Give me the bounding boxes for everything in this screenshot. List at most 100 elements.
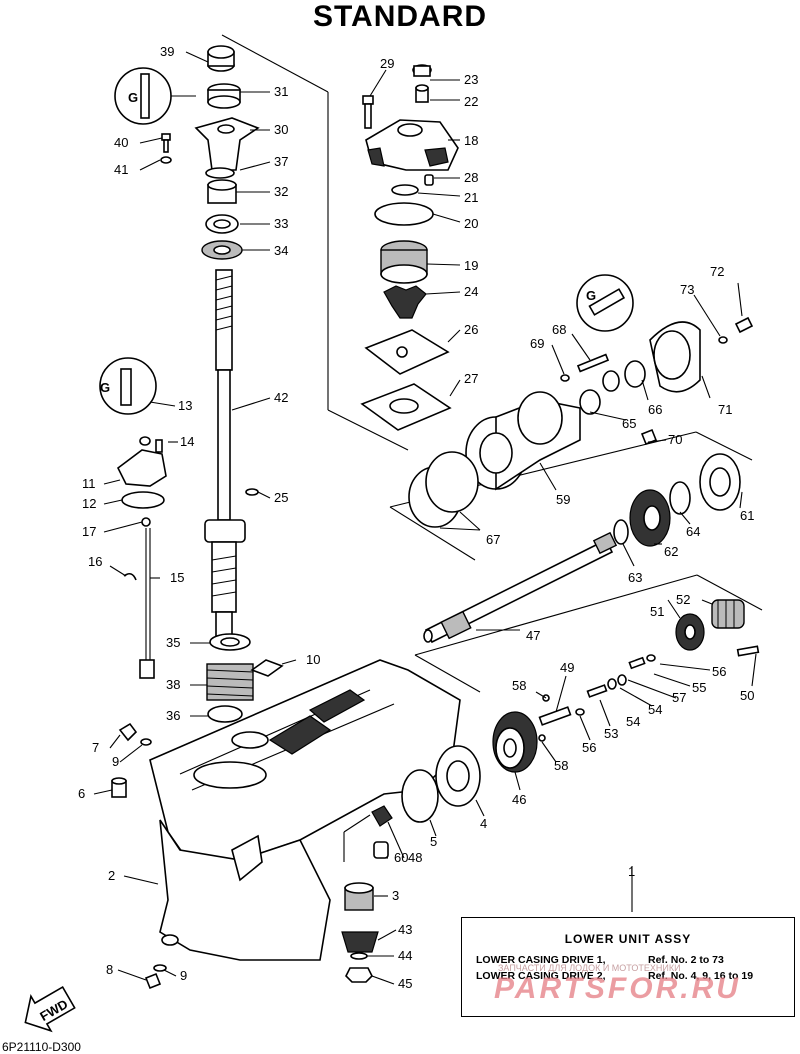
callout-36: 36	[166, 708, 180, 723]
callout-58b: 58	[554, 758, 568, 773]
pinion-group	[341, 805, 393, 983]
callout-27: 27	[464, 371, 478, 386]
shift-plunger-group	[538, 674, 627, 742]
grease-inset-upper: G	[114, 67, 196, 125]
callout-20: 20	[464, 216, 478, 231]
callout-22: 22	[464, 94, 478, 109]
callout-35: 35	[166, 635, 180, 650]
callout-63: 63	[628, 570, 642, 585]
callout-60: 60	[394, 850, 408, 865]
callout-59: 59	[556, 492, 570, 507]
callout-7: 7	[92, 740, 99, 755]
callout-16: 16	[88, 554, 102, 569]
callout-64: 64	[686, 524, 700, 539]
callout-11: 11	[82, 476, 96, 491]
svg-text:G: G	[128, 90, 138, 105]
callout-62: 62	[664, 544, 678, 559]
callout-54a: 54	[648, 702, 662, 717]
watermark-subtext: ЗАПЧАСТИ ДЛЯ ЛОДОК И МОТОТЕХНИКИ	[498, 963, 681, 973]
lower-unit-assy-box: LOWER UNIT ASSY LOWER CASING DRIVE 1, Re…	[461, 917, 795, 1017]
drive-shaft	[204, 269, 246, 638]
forward-gear-group	[613, 453, 741, 547]
callout-56a: 56	[712, 664, 726, 679]
callout-30: 30	[274, 122, 288, 137]
assy-row-1-label: LOWER CASING DRIVE 1,	[476, 954, 606, 966]
callout-52: 52	[676, 592, 690, 607]
callout-9a: 9	[112, 754, 119, 769]
callout-13: 13	[178, 398, 192, 413]
svg-text:G: G	[100, 380, 110, 395]
bolt-washer-40-41	[160, 133, 172, 164]
callout-19: 19	[464, 258, 478, 273]
callout-17: 17	[82, 524, 96, 539]
callout-40: 40	[114, 135, 128, 150]
callout-44: 44	[398, 948, 412, 963]
propeller-shaft	[423, 531, 618, 644]
callout-32: 32	[274, 184, 288, 199]
upper-seal-stack	[194, 45, 260, 260]
callout-69: 69	[530, 336, 544, 351]
diagram-code: 6P21110-D300	[2, 1040, 81, 1054]
callout-46: 46	[512, 792, 526, 807]
assy-title: LOWER UNIT ASSY	[564, 932, 692, 946]
callout-9b: 9	[180, 968, 187, 983]
callout-4: 4	[480, 816, 487, 831]
callout-71: 71	[718, 402, 732, 417]
callout-47: 47	[526, 628, 540, 643]
callout-1: 1	[628, 864, 635, 879]
callout-31: 31	[274, 84, 288, 99]
callout-3: 3	[392, 888, 399, 903]
assy-row-1-ref: Ref. No. 2 to 73	[648, 954, 724, 966]
callout-33: 33	[274, 216, 288, 231]
callout-43: 43	[398, 922, 412, 937]
assy-row-2-label: LOWER CASING DRIVE 2,	[476, 970, 606, 982]
callout-14: 14	[180, 434, 194, 449]
callout-numbers: 39 31 30 40 37 41 32 33 34 42 25 29 23 2…	[78, 44, 754, 991]
callout-61: 61	[740, 508, 754, 523]
callout-55: 55	[692, 680, 706, 695]
fwd-arrow-icon: FWD	[24, 986, 76, 1033]
callout-23: 23	[464, 72, 478, 87]
callout-8: 8	[106, 962, 113, 977]
callout-72: 72	[710, 264, 724, 279]
callout-70: 70	[668, 432, 682, 447]
callout-48: 48	[408, 850, 422, 865]
assy-row-2: LOWER CASING DRIVE 2, Ref. No. 4, 9, 16 …	[476, 970, 753, 982]
callout-12: 12	[82, 496, 96, 511]
callout-26: 26	[464, 322, 478, 337]
callout-65: 65	[622, 416, 636, 431]
callout-54b: 54	[626, 714, 640, 729]
assy-row-2-ref: Ref. No. 4, 9, 16 to 19	[648, 970, 754, 982]
watermark: PARTSFOR.RU	[494, 972, 741, 1005]
callout-45: 45	[398, 976, 412, 991]
callout-66: 66	[648, 402, 662, 417]
prop-shaft-housing-group: G	[408, 274, 754, 528]
callout-34: 34	[274, 243, 288, 258]
callout-15: 15	[170, 570, 184, 585]
svg-text:G: G	[586, 288, 596, 303]
callout-67: 67	[486, 532, 500, 547]
callout-41: 41	[114, 162, 128, 177]
callout-38: 38	[166, 677, 180, 692]
callout-18: 18	[464, 133, 478, 148]
callout-10: 10	[306, 652, 320, 667]
clutch-group	[628, 599, 760, 670]
assy-row-1: LOWER CASING DRIVE 1, Ref. No. 2 to 73	[476, 954, 724, 966]
water-pump-group	[360, 64, 459, 431]
callout-42: 42	[274, 390, 288, 405]
callout-56b: 56	[582, 740, 596, 755]
callout-39: 39	[160, 44, 174, 59]
reverse-gear-group	[401, 711, 538, 823]
callout-21: 21	[464, 190, 478, 205]
callout-leaders	[93, 51, 757, 985]
casing-fasteners	[111, 722, 167, 990]
lower-seal-stack	[206, 633, 284, 723]
callout-49: 49	[560, 660, 574, 675]
callout-29: 29	[380, 56, 394, 71]
shift-rod-group: G	[99, 357, 259, 679]
callout-28: 28	[464, 170, 478, 185]
callout-2: 2	[108, 868, 115, 883]
callout-51: 51	[650, 604, 664, 619]
diagram-title: STANDARD	[312, 0, 488, 33]
